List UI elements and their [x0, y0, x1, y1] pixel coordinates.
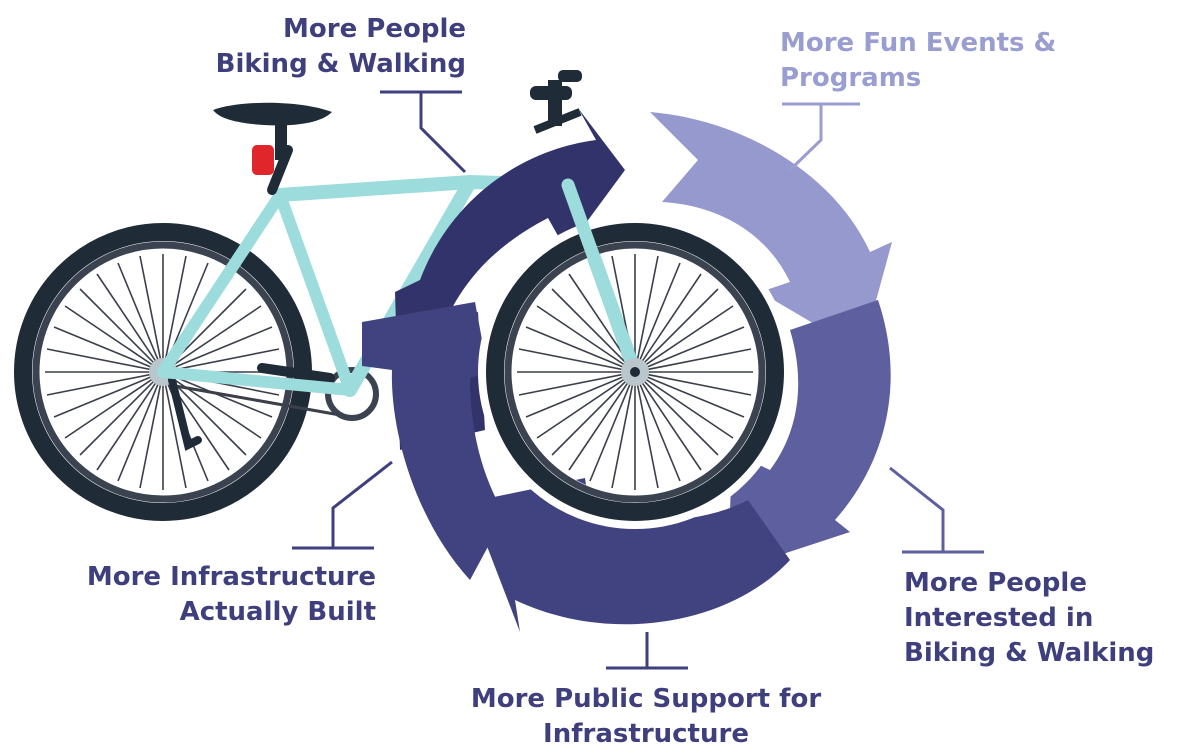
front-rim: [504, 241, 766, 503]
leader-public-support: [606, 632, 688, 670]
front-tire: [486, 223, 784, 521]
arrow-infrastructure-built: [362, 302, 505, 580]
label-infrastructure-built: More Infrastructure Actually Built: [86, 562, 376, 627]
rear-reflector: [252, 145, 274, 175]
arrow-fun-events: [650, 112, 892, 352]
leader-infrastructure-built: [292, 460, 393, 550]
leader-lines: [292, 90, 984, 670]
derailleur: [168, 376, 202, 451]
front-wheel: [478, 178, 792, 529]
leader-interested: [889, 466, 984, 554]
chainring: [325, 367, 379, 421]
arrow-public-support: [470, 478, 790, 632]
pedal-arm: [257, 363, 335, 383]
label-interested: More People Interested in Biking & Walki…: [904, 568, 1155, 668]
label-public-support: More Public Support for Infrastructure: [470, 684, 822, 749]
fork: [561, 178, 642, 379]
label-fun-events-line1: More Fun Events &: [780, 28, 1057, 58]
saddle: [213, 102, 332, 175]
label-fun-events: More Fun Events & Programs: [780, 26, 1056, 96]
leader-people-biking: [380, 90, 467, 174]
handlebar: [530, 70, 582, 134]
leader-fun-events: [782, 102, 860, 172]
arrow-interested: [728, 300, 891, 572]
label-fun-events-line2: Programs: [780, 63, 922, 93]
label-people-biking: More People Biking & Walking: [215, 14, 466, 79]
